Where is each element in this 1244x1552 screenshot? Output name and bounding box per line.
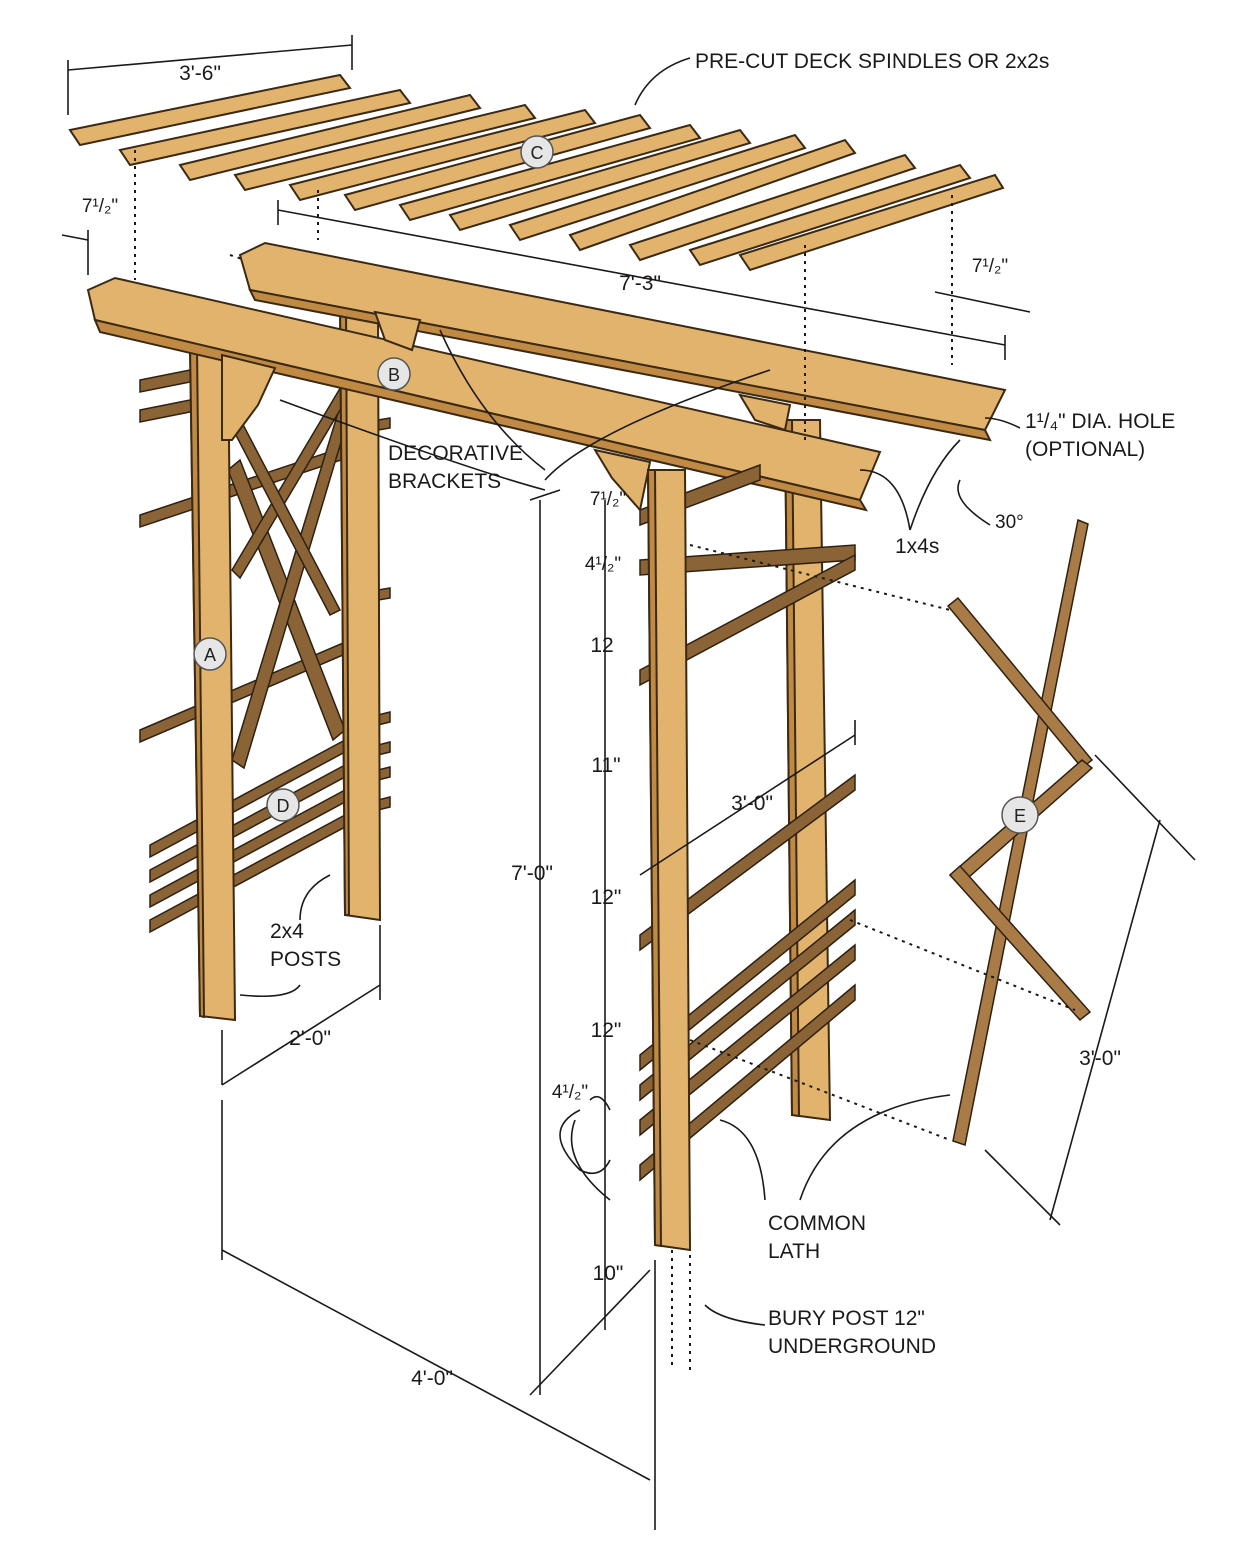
part-tag-b: B xyxy=(388,365,400,385)
spindles-label: PRE-CUT DECK SPINDLES OR 2x2s xyxy=(695,50,1049,73)
brackets-label-line2: BRACKETS xyxy=(388,470,501,493)
part-tags: C B A D E xyxy=(193,135,1039,834)
assembly-lines xyxy=(134,150,1076,1141)
posts-label-line2: POSTS xyxy=(270,948,341,971)
dim-2-0-label: 2'-0" xyxy=(289,1027,331,1050)
part-tag-d: D xyxy=(277,796,290,816)
brackets-label-line1: DECORATIVE xyxy=(388,442,523,465)
front-beam xyxy=(86,276,882,513)
spacing-4-half-top-label: 4¹/₂" xyxy=(585,554,621,575)
dim-3-6-label: 3'-6" xyxy=(179,62,221,85)
spacing-7-half-label: 7¹/₂" xyxy=(590,489,626,510)
right-front-post xyxy=(646,469,692,1370)
right-front-lattice xyxy=(639,463,856,1182)
back-beam xyxy=(238,241,1007,442)
text-labels: PRE-CUT DECK SPINDLES OR 2x2s 3'-6" 7'-3… xyxy=(82,50,1175,1390)
angle-30-label: 30° xyxy=(995,512,1024,533)
bury-label-line2: UNDERGROUND xyxy=(768,1335,936,1358)
part-tag-d-circle xyxy=(266,788,300,822)
hole-label-line2: (OPTIONAL) xyxy=(1025,438,1145,461)
dim-7-half-right-label: 7¹/₂" xyxy=(972,256,1008,277)
part-tag-a-circle xyxy=(193,637,227,671)
spacing-12c-label: 12" xyxy=(591,1019,622,1042)
hole-label-line1: 1¹/₄" DIA. HOLE xyxy=(1025,410,1175,433)
spacing-4-half-bottom-label: 4¹/₂" xyxy=(552,1082,588,1103)
lath-label-line1: COMMON xyxy=(768,1212,866,1235)
part-tag-e-circle xyxy=(1001,796,1039,834)
dim-7-3-label: 7'-3" xyxy=(619,272,661,295)
top-spindles xyxy=(68,73,1005,272)
spacing-11-label: 11" xyxy=(591,754,620,777)
posts-label-line1: 2x4 xyxy=(270,920,304,943)
spacing-12a-label: 12 xyxy=(590,634,613,657)
part-tag-c-circle xyxy=(520,135,554,169)
leader-lines xyxy=(239,57,1021,1326)
part-tag-a: A xyxy=(204,645,216,665)
dimension-lines xyxy=(61,35,1196,1530)
dim-3-0-mid-label: 3'-0" xyxy=(731,792,773,815)
part-tag-b-circle xyxy=(377,357,411,391)
dim-7-0-label: 7'-0" xyxy=(511,862,553,885)
bury-label-line1: BURY POST 12" xyxy=(768,1307,925,1330)
dim-3-0-right-label: 3'-0" xyxy=(1079,1047,1121,1070)
lath-label-line2: LATH xyxy=(768,1240,820,1263)
spacing-12b-label: 12" xyxy=(591,886,622,909)
dim-7-half-left-label: 7¹/₂" xyxy=(82,196,118,217)
spacing-10-label: 10" xyxy=(593,1262,624,1285)
lumber-1x4-label: 1x4s xyxy=(895,535,939,558)
dim-4-0-label: 4'-0" xyxy=(411,1367,453,1390)
part-tag-e: E xyxy=(1014,806,1026,826)
part-tag-c: C xyxy=(531,143,544,163)
